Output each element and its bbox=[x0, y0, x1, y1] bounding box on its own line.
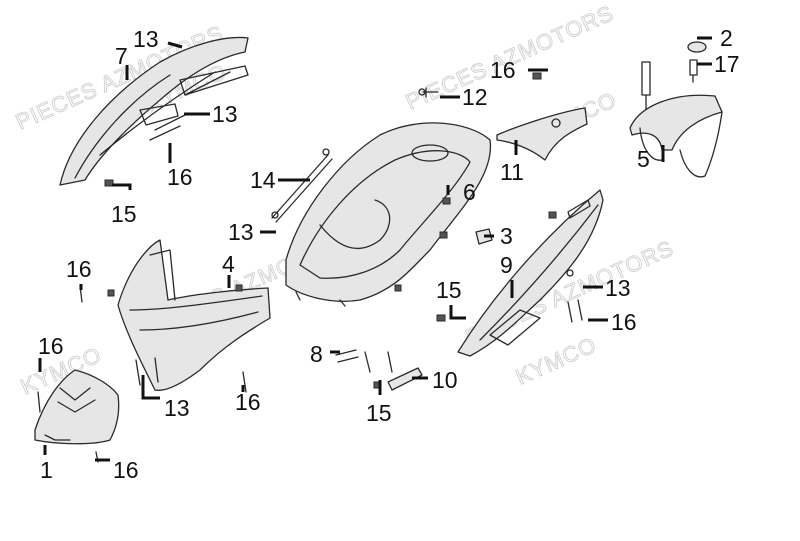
callout-16: 16 bbox=[66, 256, 92, 282]
callout-10: 10 bbox=[432, 367, 458, 393]
callout-16: 16 bbox=[113, 457, 139, 483]
callout-12: 12 bbox=[462, 84, 488, 110]
part-hardware-cluster bbox=[394, 197, 557, 292]
callout-5: 5 bbox=[637, 146, 650, 172]
callout-15: 15 bbox=[436, 277, 462, 303]
part-2-cap bbox=[687, 41, 707, 53]
callout-9: 9 bbox=[500, 252, 513, 278]
part-16-clip-top bbox=[532, 72, 542, 80]
callout-17: 17 bbox=[714, 51, 740, 77]
part-5-grab-rail bbox=[629, 61, 723, 178]
callout-16: 16 bbox=[611, 309, 637, 335]
part-11-trim bbox=[496, 107, 588, 161]
callout-15: 15 bbox=[366, 400, 392, 426]
callout-6: 6 bbox=[463, 179, 476, 205]
part-17-bolt bbox=[689, 59, 698, 83]
part-7-side-cover bbox=[59, 36, 249, 186]
callout-16: 16 bbox=[167, 164, 193, 190]
watermark: KYMCO bbox=[512, 332, 600, 390]
callout-13: 13 bbox=[212, 101, 238, 127]
callout-13: 13 bbox=[605, 275, 631, 301]
part-15-clip-mid bbox=[104, 179, 446, 322]
callout-14: 14 bbox=[250, 167, 276, 193]
callout-4: 4 bbox=[222, 251, 235, 277]
callout-16: 16 bbox=[235, 389, 261, 415]
leader-lines bbox=[38, 36, 712, 462]
part-4-front-panel bbox=[107, 239, 271, 391]
part-8-screw bbox=[335, 349, 359, 363]
callout-8: 8 bbox=[310, 341, 323, 367]
callout-13: 13 bbox=[133, 26, 159, 52]
callout-labels: 13 7 13 16 15 16 12 2 17 11 5 14 6 13 3 … bbox=[38, 25, 740, 483]
callout-16: 16 bbox=[38, 333, 64, 359]
part-1-lower-cover bbox=[34, 369, 120, 445]
callout-15: 15 bbox=[111, 201, 137, 227]
callout-3: 3 bbox=[500, 223, 513, 249]
part-small-fasteners bbox=[37, 114, 583, 463]
part-12-screw bbox=[418, 87, 439, 98]
part-10-footrest bbox=[364, 351, 423, 391]
callout-16: 16 bbox=[490, 57, 516, 83]
callout-2: 2 bbox=[720, 25, 733, 51]
callout-7: 7 bbox=[115, 43, 128, 69]
part-9-side-panel bbox=[457, 189, 604, 357]
callout-11: 11 bbox=[500, 159, 524, 185]
part-14-rod bbox=[271, 148, 333, 223]
callout-1: 1 bbox=[40, 457, 53, 483]
part-6-seat-tub bbox=[285, 122, 492, 307]
callout-13: 13 bbox=[228, 219, 254, 245]
callout-13: 13 bbox=[164, 395, 190, 421]
